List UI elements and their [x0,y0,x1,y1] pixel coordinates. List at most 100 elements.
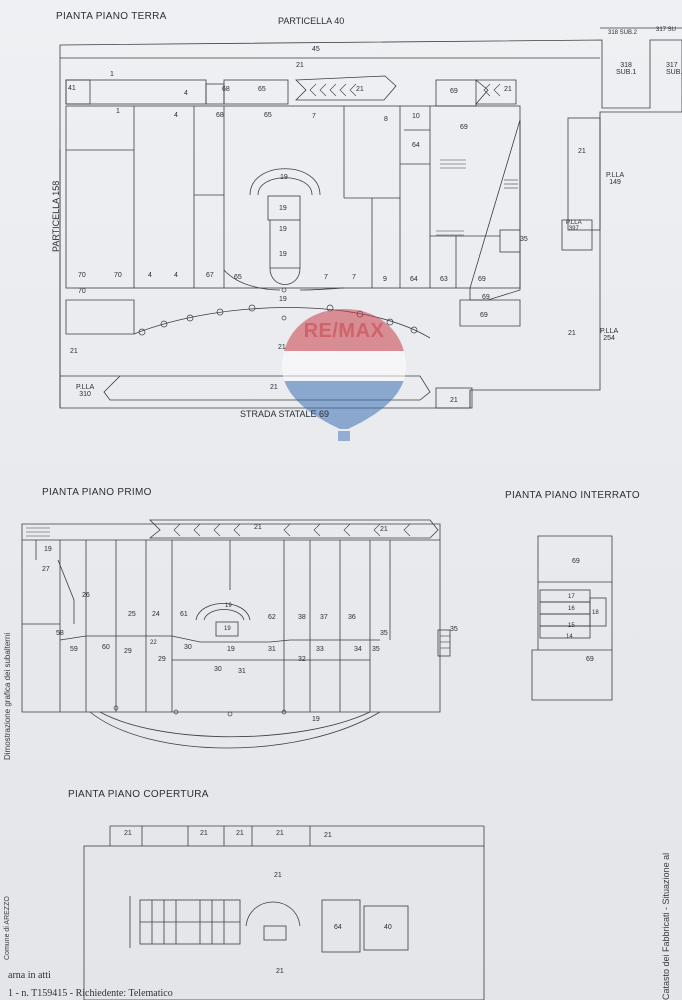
ff-sub-label: 27 [42,566,50,573]
ff-sub-label: 36 [348,614,356,621]
footer-line-2: 1 - n. T159415 - Richiedente: Telematico [8,988,173,999]
gf-sub-label: 21 [70,348,78,355]
first-floor-outline [21,523,441,713]
bs-sub-label: 15 [568,623,575,629]
basement-title: PIANTA PIANO INTERRATO [505,490,640,501]
bs-sub-label: 17 [568,594,575,600]
ff-sub-label: 32 [298,656,306,663]
gf-sub-label: 21 [356,86,364,93]
gf-sub-label: 7 [352,274,356,281]
ff-sub-label: 25 [128,611,136,618]
gf-sub-label: 4 [174,112,178,119]
ff-sub-label: 19 [225,603,232,609]
gf-sub-label: 68 [222,86,230,93]
ff-sub-label: 24 [152,611,160,618]
remax-balloon-watermark [282,309,406,441]
gf-sub-label: 65 [264,112,272,119]
sub-318-2-label: 318 SUB.2 [608,30,638,36]
gf-sub-label: 45 [312,46,320,53]
roof-sub-label: 21 [200,830,208,837]
gf-sub-label: 41 [68,85,76,92]
sub-318-label: 318 SUB.1 [616,62,637,76]
gf-sub-label: 7 [312,113,316,120]
first-floor-title: PIANTA PIANO PRIMO [42,487,152,498]
gf-sub-label: 9 [383,276,387,283]
parcel-top-label: PARTICELLA 40 [278,16,345,26]
ff-sub-label: 19 [312,716,320,723]
ff-sub-label: 35 [450,626,458,633]
gf-sub-label: 64 [412,142,420,149]
gf-sub-label: 19 [280,174,288,181]
ff-sub-label: 31 [268,646,276,653]
remax-brand-text: RE/MAX [303,320,385,342]
gf-sub-label: 69 [450,88,458,95]
ff-sub-label: 34 [354,646,362,653]
gf-sub-label: 69 [482,294,490,301]
ff-sub-label: 21 [380,526,388,533]
roof-sub-label: 40 [384,924,392,931]
bs-sub-label: 69 [586,656,594,663]
sub-317-top-label: 317 SU [656,27,677,33]
gf-sub-label: 70 [78,272,86,279]
ff-sub-label: 61 [180,611,188,618]
ff-sub-label: 35 [380,630,388,637]
roof-sub-label: 21 [276,968,284,975]
gf-sub-label: 19 [279,226,287,233]
gf-sub-label: 1 [110,71,114,78]
bs-sub-label: 69 [572,558,580,565]
roof-sub-label: 64 [334,924,342,931]
roof-sub-label: 21 [274,872,282,879]
ff-sub-label: 22 [150,640,157,646]
gf-sub-label: 69 [480,312,488,319]
gf-sub-label: 69 [460,124,468,131]
gf-sub-label: 19 [279,251,287,258]
ff-sub-label: 29 [158,656,166,663]
roof-sub-label: 21 [276,830,284,837]
ff-sub-label: 21 [254,524,262,531]
roof-sub-label: 21 [124,830,132,837]
gf-sub-label: 70 [114,272,122,279]
gf-sub-label: 64 [410,276,418,283]
ground-floor-title: PIANTA PIANO TERRA [56,11,167,22]
gf-sub-label: 69 [478,276,486,283]
gf-sub-label: 67 [206,272,214,279]
ff-sub-label: 31 [238,668,246,675]
gf-sub-label: 4 [148,272,152,279]
ff-sub-label: 37 [320,614,328,621]
ff-sub-label: 59 [70,646,78,653]
ff-sub-label: 60 [102,644,110,651]
gf-sub-label: 21 [450,397,458,404]
ff-sub-label: 58 [56,630,64,637]
ff-sub-label: 33 [316,646,324,653]
left-stamp-text: Dimostrazione grafica dei subalterni [3,632,12,760]
ff-sub-label: 38 [298,614,306,621]
bs-sub-label: 16 [568,606,575,612]
gf-sub-label: 19 [279,296,287,303]
gf-sub-label: 65 [258,86,266,93]
gf-sub-label: 1 [116,108,120,115]
gf-sub-label: 4 [184,90,188,97]
gf-sub-label: 19 [279,205,287,212]
road-label: STRADA STATALE 69 [240,409,330,419]
roof-sub-label: 21 [324,832,332,839]
gf-sub-label: 21 [504,86,512,93]
gf-sub-label: 8 [384,116,388,123]
ff-sub-label: 19 [44,546,52,553]
ff-sub-label: 26 [82,592,90,599]
gf-sub-label: 7 [324,274,328,281]
bs-sub-label: 18 [592,610,599,616]
ff-sub-label: 62 [268,614,276,621]
ff-sub-label: 35 [372,646,380,653]
parcel-310-label: P.LLA 310 [76,384,95,398]
gf-sub-label: 21 [270,384,278,391]
roof-outline [83,845,485,1000]
right-note-text: Catasto dei Fabbricati - Situazione al [661,852,671,1000]
gf-sub-label: 63 [440,276,448,283]
gf-sub-label: 70 [78,288,86,295]
gf-sub-label: 68 [216,112,224,119]
ff-sub-label: 29 [124,648,132,655]
footer-line-1: arna in atti [8,970,51,981]
gf-sub-label: 10 [412,113,420,120]
parcel-254-label: P.LLA 254 [600,328,619,342]
sub-317-label: 317 SUB. [666,62,682,76]
